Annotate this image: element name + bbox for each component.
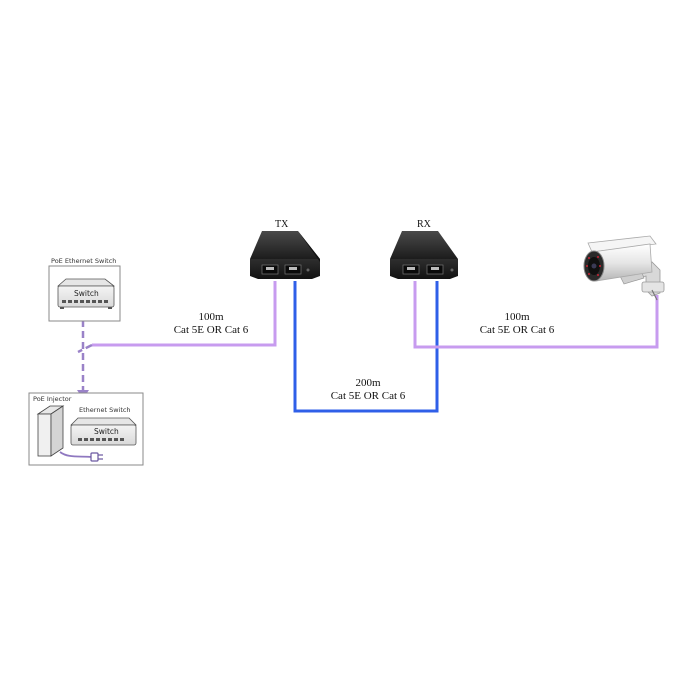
right-cable [413,281,659,349]
inner-ethernet-switch-icon [70,417,137,446]
poe-injector-icon [36,405,65,457]
rj45-port-icon [426,264,444,275]
rx-label: RX [417,219,431,230]
rj45-port-icon [402,264,420,275]
middle-cable-type: Cat 5E OR Cat 6 [330,390,406,402]
poe-injector-box [28,392,144,466]
right-cable-distance: 100m [504,311,530,323]
rj45-port-icon [284,264,302,275]
poe-switch-title: PoE Ethernet Switch [51,257,117,265]
ip-camera-icon [583,235,665,301]
ethernet-switch-label: Switch [94,427,119,436]
rj45-port-icon [261,264,279,275]
right-cable-label: 100m Cat 5E OR Cat 6 [467,311,567,337]
ethernet-switch-title: Ethernet Switch [79,406,131,414]
poe-switch-label: Switch [74,289,99,298]
left-cable [92,281,277,347]
middle-cable-label: 200m Cat 5E OR Cat 6 [318,377,418,403]
tx-label: TX [275,219,289,230]
injector-title: PoE Injector [33,395,72,403]
middle-cable-distance: 200m [355,377,381,389]
right-cable-type: Cat 5E OR Cat 6 [479,324,555,336]
left-cable-distance: 100m [198,311,224,323]
power-cord [59,451,93,458]
left-cable-label: 100m Cat 5E OR Cat 6 [161,311,261,337]
poe-ethernet-switch-box [48,265,121,322]
tx-extender-device [250,231,320,279]
power-plug-icon [90,452,103,462]
left-cable-type: Cat 5E OR Cat 6 [173,324,249,336]
rx-extender-device [390,231,458,279]
ethernet-switch-icon [56,278,116,309]
